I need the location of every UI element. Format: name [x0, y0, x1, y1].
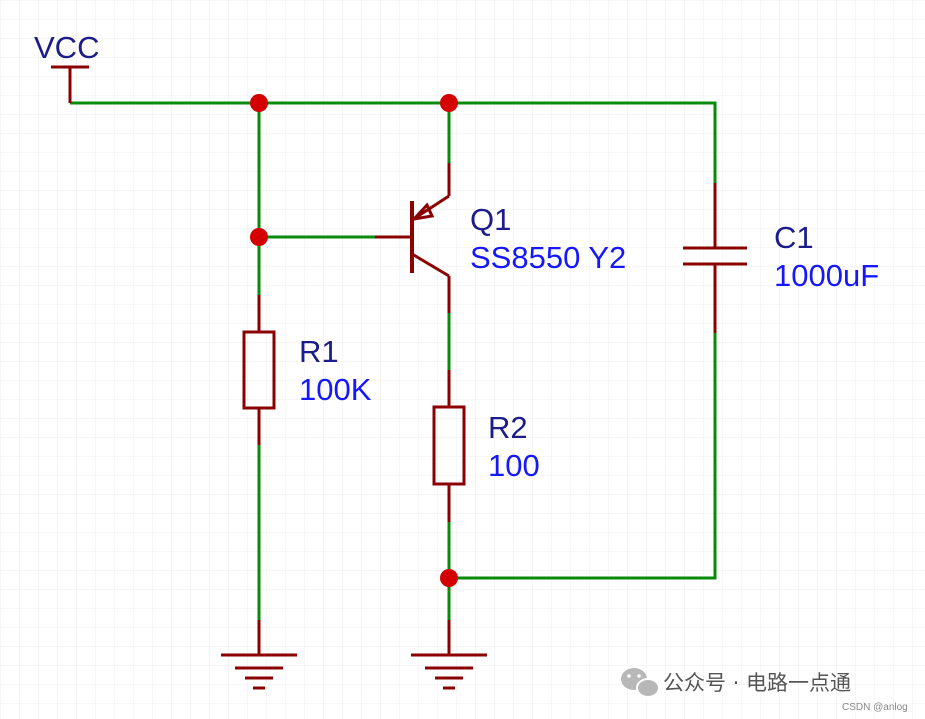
q1-reference: Q1 [470, 202, 511, 237]
junctions [250, 94, 458, 587]
r2-reference: R2 [488, 410, 528, 445]
wire-c1-return [449, 333, 717, 580]
q1-value: SS8550 Y2 [470, 240, 626, 275]
junction-dot [440, 94, 458, 112]
watermark-source: CSDN @anlog [842, 702, 908, 713]
junction-dot [250, 94, 268, 112]
watermark-text: 公众号 · 电路一点通 [663, 671, 851, 695]
ground-symbol-r1 [221, 620, 297, 690]
wires [70, 101, 717, 620]
junction-dot [250, 228, 268, 246]
wire-vcc-rail [70, 101, 717, 183]
vcc-label: VCC [34, 30, 99, 65]
emitter-arrow [409, 202, 435, 222]
junction-dot [440, 569, 458, 587]
wechat-icon [621, 668, 660, 698]
vcc-symbol [51, 65, 89, 103]
ground-symbol-r2 [411, 620, 487, 690]
capacitor-c1 [683, 183, 747, 333]
r1-reference: R1 [299, 334, 339, 369]
transistor-q1 [375, 163, 451, 313]
resistor-r1 [242, 295, 276, 445]
r1-value: 100K [299, 372, 372, 407]
resistor-r2 [432, 370, 466, 522]
c1-value: 1000uF [774, 258, 879, 293]
c1-reference: C1 [774, 220, 814, 255]
r2-value: 100 [488, 448, 540, 483]
